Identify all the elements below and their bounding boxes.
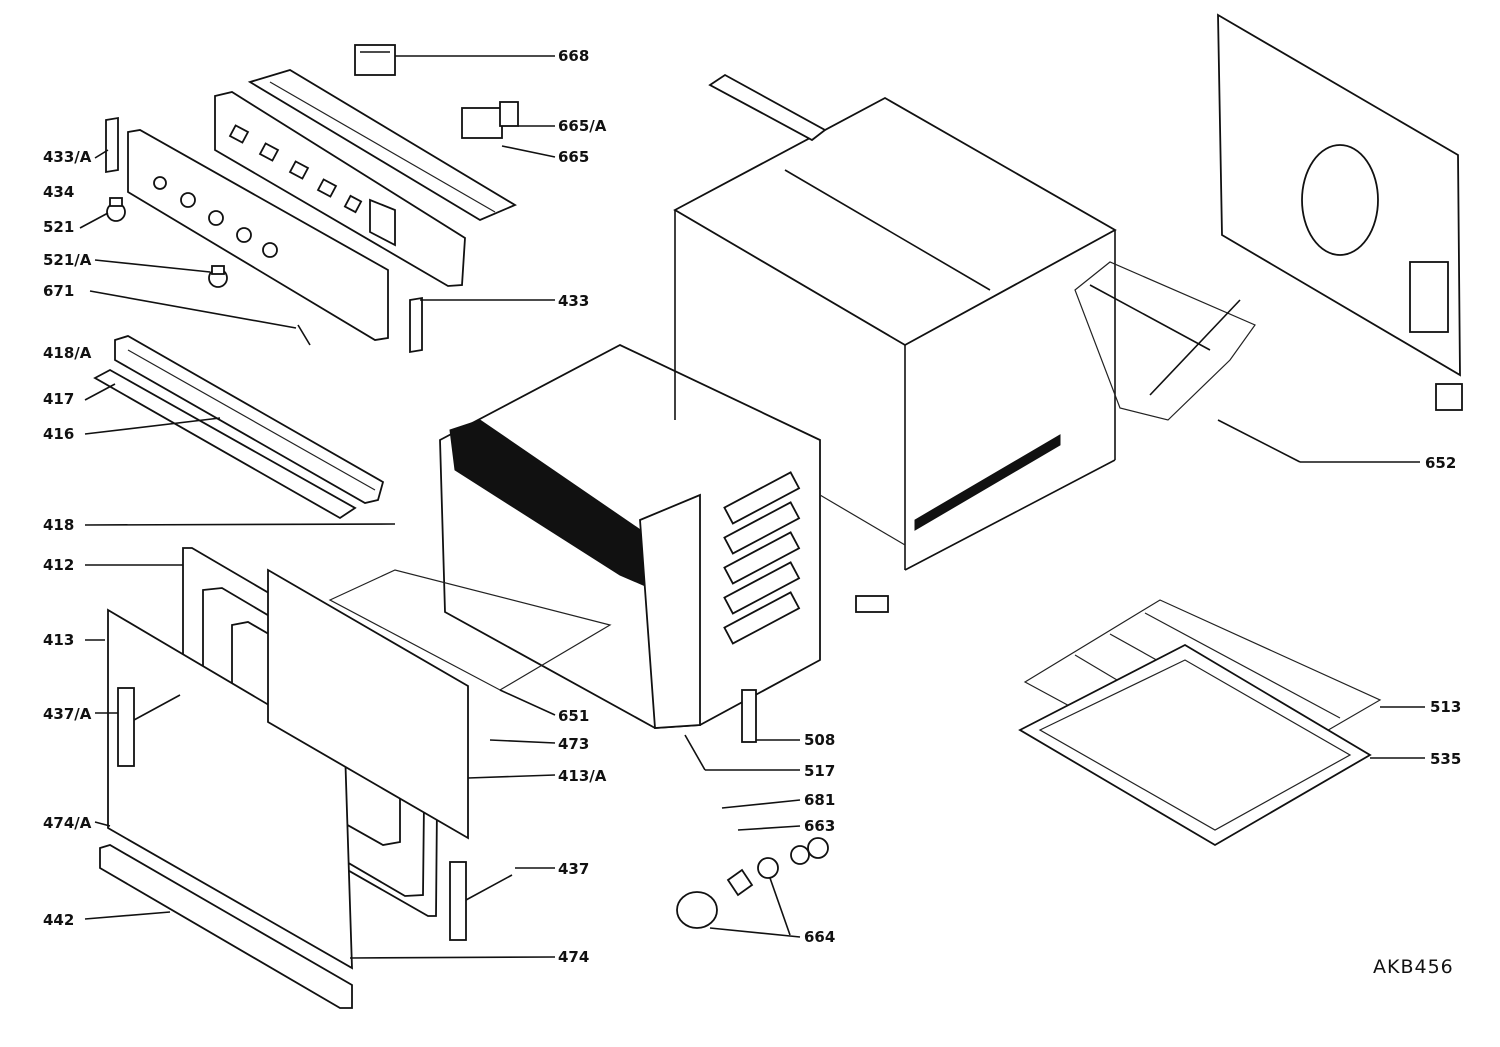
label-474: 474 xyxy=(558,948,589,966)
label-413a: 413/A xyxy=(558,767,607,785)
hinge-bracket-right xyxy=(1435,383,1463,411)
label-535: 535 xyxy=(1430,750,1461,768)
label-474a: 474/A xyxy=(43,814,92,832)
label-508: 508 xyxy=(804,731,835,749)
clip-small xyxy=(855,595,889,613)
switch-668 xyxy=(354,44,396,76)
door-glass-413a xyxy=(267,568,469,840)
drawing-code: AKB456 xyxy=(1373,956,1454,978)
label-434: 434 xyxy=(43,183,74,201)
label-668: 668 xyxy=(558,47,589,65)
label-513: 513 xyxy=(1430,698,1461,716)
label-417: 417 xyxy=(43,390,74,408)
hinge-437a xyxy=(117,687,181,767)
fascia-strip xyxy=(127,129,389,341)
label-521a: 521/A xyxy=(43,251,92,269)
trim-strip-417 xyxy=(93,368,357,520)
bracket-433a xyxy=(105,116,119,174)
label-433a: 433/A xyxy=(43,148,92,166)
baking-tray-535 xyxy=(1018,643,1372,847)
label-665: 665 xyxy=(558,148,589,166)
label-665a: 665/A xyxy=(558,117,607,135)
label-442: 442 xyxy=(43,911,74,929)
outer-casing xyxy=(673,96,1117,571)
heating-element-652 xyxy=(1074,261,1256,421)
label-433: 433 xyxy=(558,292,589,310)
pin-671 xyxy=(297,324,311,346)
label-412: 412 xyxy=(43,556,74,574)
label-652: 652 xyxy=(1425,454,1456,472)
label-437a: 437/A xyxy=(43,705,92,723)
switch-665 xyxy=(461,101,519,139)
label-413: 413 xyxy=(43,631,74,649)
label-681: 681 xyxy=(804,791,835,809)
mounting-bracket-508 xyxy=(741,689,757,743)
label-521: 521 xyxy=(43,218,74,236)
terminal-block xyxy=(708,73,827,142)
label-663: 663 xyxy=(804,817,835,835)
label-671: 671 xyxy=(43,282,74,300)
wire-rack-651 xyxy=(328,569,612,691)
label-664: 664 xyxy=(804,928,835,946)
door-glass-413 xyxy=(107,608,353,970)
hinge-437 xyxy=(449,861,513,941)
label-651: 651 xyxy=(558,707,589,725)
label-437: 437 xyxy=(558,860,589,878)
label-418: 418 xyxy=(43,516,74,534)
trim-rail-416 xyxy=(114,335,385,504)
label-416: 416 xyxy=(43,425,74,443)
door-handle-442 xyxy=(99,844,353,1009)
rear-panel xyxy=(1217,13,1461,377)
knob-assembly xyxy=(676,837,829,929)
control-panel-back xyxy=(247,69,517,222)
label-418a: 418/A xyxy=(43,344,92,362)
knob-521 xyxy=(106,197,126,222)
knob-521a xyxy=(208,265,228,288)
bracket-433 xyxy=(409,296,423,354)
oven-cavity xyxy=(439,343,821,729)
label-473: 473 xyxy=(558,735,589,753)
control-panel-frame xyxy=(214,91,466,287)
label-517: 517 xyxy=(804,762,835,780)
leader-lines xyxy=(79,55,1425,959)
